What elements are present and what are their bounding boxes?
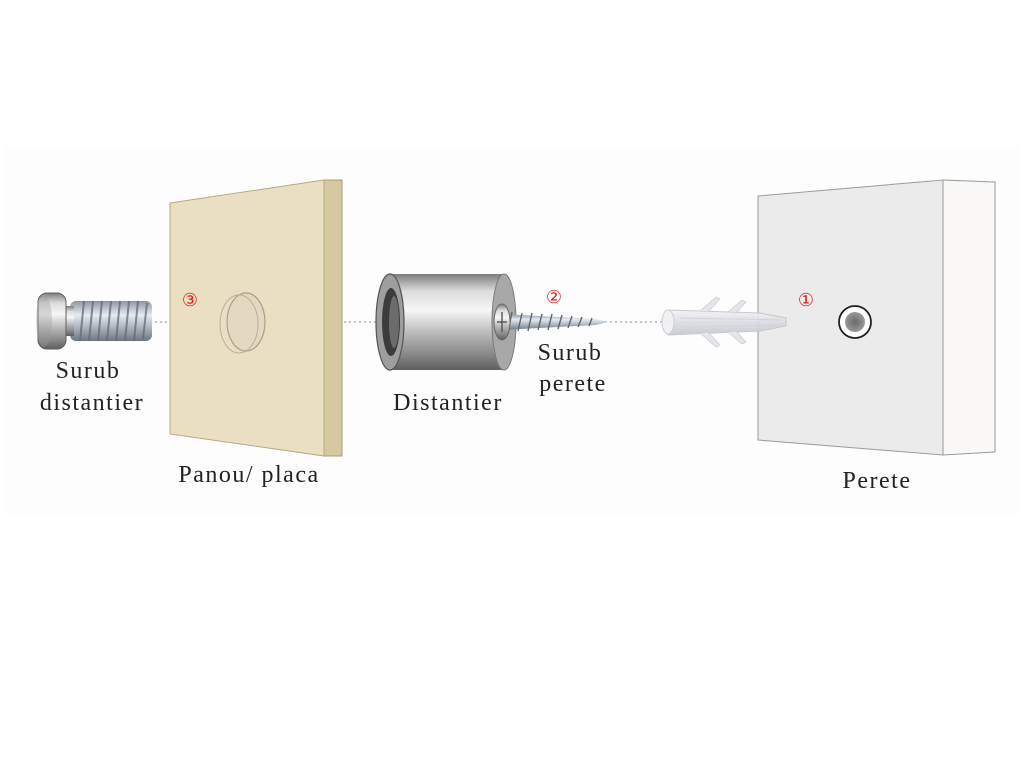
step-marker-3: ③ <box>182 290 198 311</box>
label-screw-spacer-line1: Surub <box>56 358 121 384</box>
label-panel: Panou/ placa <box>178 462 319 488</box>
label-spacer: Distantier <box>393 390 503 416</box>
label-wall-screw-line1: Surub <box>538 340 603 366</box>
step-marker-2: ② <box>546 287 562 308</box>
panel-illustration <box>170 180 342 456</box>
label-screw-spacer-line2: distantier <box>40 390 144 416</box>
label-wall: Perete <box>843 468 912 494</box>
wall-illustration <box>758 180 995 455</box>
label-wall-screw-line2: perete <box>539 371 607 397</box>
panel-hole <box>227 293 265 351</box>
step-marker-1: ① <box>798 290 814 311</box>
spacer-screw-illustration <box>36 293 152 349</box>
